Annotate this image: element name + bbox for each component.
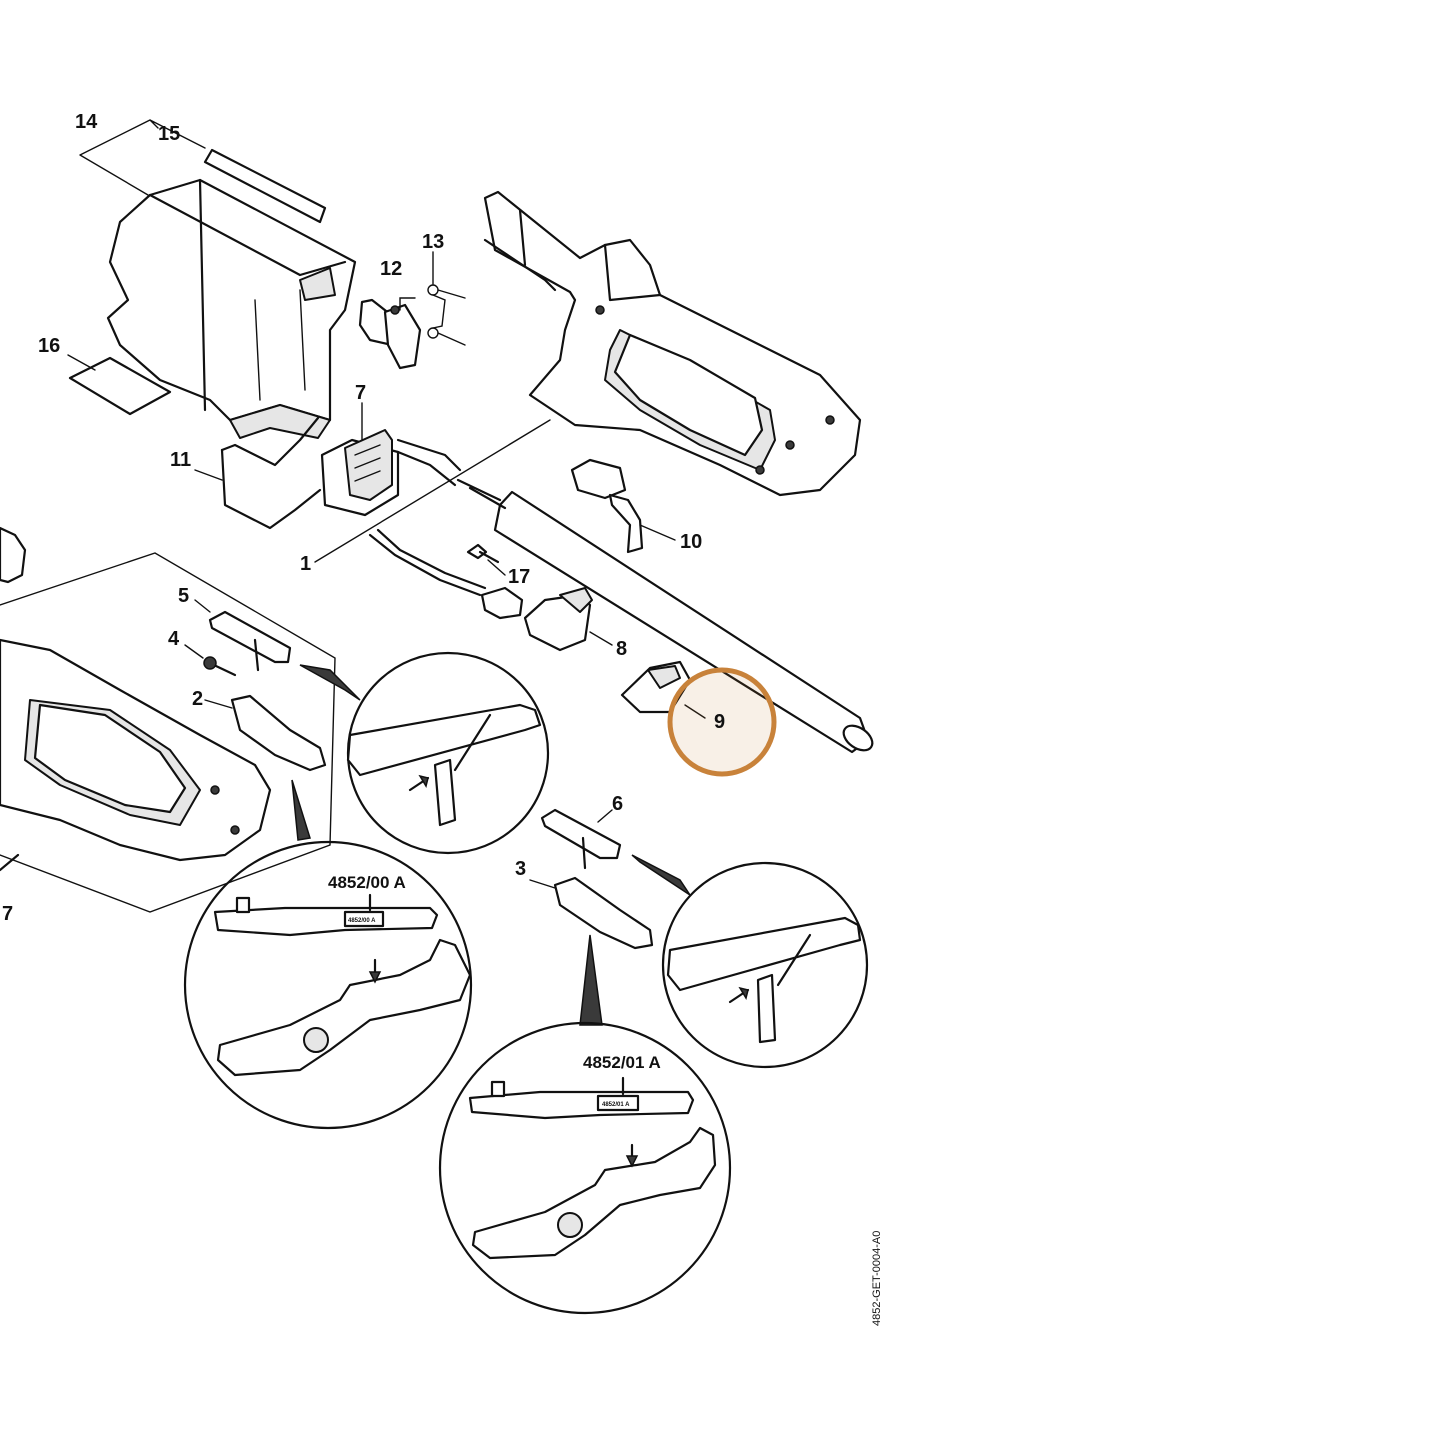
trigger-part-2[interactable] <box>230 694 327 772</box>
switch-bracket-part[interactable] <box>358 298 422 370</box>
callout-9[interactable]: 9 <box>714 711 725 733</box>
callout-5[interactable]: 5 <box>178 585 189 607</box>
drawing-reference: 4852-GET-0004-A0 <box>871 1231 883 1326</box>
side-screw-part[interactable] <box>0 853 20 872</box>
leader-14-15 <box>79 119 206 196</box>
callout-3[interactable]: 3 <box>515 858 526 880</box>
label-strip-part[interactable] <box>203 148 327 224</box>
handle-housing-part[interactable] <box>483 190 862 497</box>
button-cap-part-5[interactable] <box>208 610 292 672</box>
top-cover-part[interactable] <box>106 178 357 439</box>
spring-part[interactable] <box>427 284 466 346</box>
callout-14[interactable]: 14 <box>75 111 98 133</box>
trigger-part-3[interactable] <box>553 876 654 950</box>
callout-1[interactable]: 1 <box>300 553 311 575</box>
switch-part[interactable] <box>523 587 593 652</box>
callout-15[interactable]: 15 <box>158 123 180 145</box>
callout-11[interactable]: 11 <box>170 449 191 471</box>
callout-16[interactable]: 16 <box>38 335 60 357</box>
callout-13[interactable]: 13 <box>422 231 444 253</box>
cable-part[interactable] <box>368 528 524 620</box>
side-component-part[interactable] <box>0 526 27 584</box>
part-code-4852-01-stamp: 4852/01 A <box>602 1102 630 1108</box>
screw-part[interactable] <box>466 543 500 564</box>
leader-lines <box>67 251 706 889</box>
detail-view-2 <box>183 779 473 1130</box>
callout-17[interactable]: 17 <box>508 566 530 588</box>
detail-view-6 <box>631 854 869 1069</box>
part-code-4852-00-stamp: 4852/00 A <box>348 918 376 924</box>
callout-labels: 14 15 16 13 12 7 11 10 1 17 5 4 8 2 9 6 … <box>2 111 725 925</box>
sticker-part[interactable] <box>68 356 172 416</box>
handle-tube-part[interactable] <box>456 478 877 755</box>
callout-2[interactable]: 2 <box>192 688 203 710</box>
highlight-circle[interactable] <box>667 667 777 777</box>
part-code-4852-00-label: 4852/00 A <box>328 873 406 892</box>
callout-10[interactable]: 10 <box>680 531 702 553</box>
button-cap-part-6[interactable] <box>540 808 622 870</box>
callout-6[interactable]: 6 <box>612 793 623 815</box>
lever-part[interactable] <box>570 458 644 554</box>
wire-bracket-part[interactable] <box>220 416 322 530</box>
nut-part[interactable] <box>203 656 237 677</box>
callout-12[interactable]: 12 <box>380 258 402 280</box>
detail-view-5 <box>299 651 550 855</box>
part-code-4852-01-label: 4852/01 A <box>583 1053 661 1072</box>
callout-8[interactable]: 8 <box>616 638 627 660</box>
callout-4[interactable]: 4 <box>168 628 180 650</box>
detail-view-3 <box>438 934 732 1315</box>
callout-7-top[interactable]: 7 <box>355 382 366 404</box>
left-handle-part[interactable] <box>0 638 272 862</box>
callout-7-bottom[interactable]: 7 <box>2 903 13 925</box>
assembly-outline <box>0 552 336 913</box>
circuit-board-part[interactable] <box>320 429 462 517</box>
